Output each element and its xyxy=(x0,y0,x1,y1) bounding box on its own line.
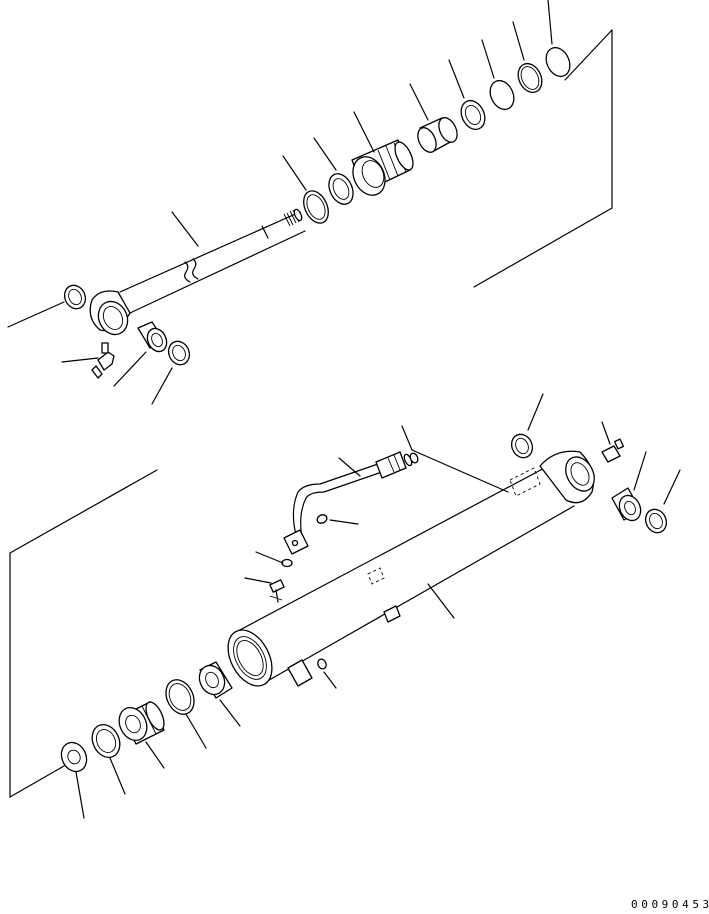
rod-eye xyxy=(89,290,131,336)
upper-leader-lines xyxy=(7,0,553,405)
backup-ring xyxy=(517,62,543,94)
retaining-ring xyxy=(303,190,329,224)
rod-thread xyxy=(283,208,303,227)
rod-eye-dust-seal xyxy=(63,284,87,310)
pipe-o-ring-top xyxy=(409,452,419,464)
piston-seal xyxy=(91,723,121,759)
pipe-o-ring-flange xyxy=(316,514,328,524)
rod-eye-bushing xyxy=(137,321,168,353)
tube-port-lower xyxy=(287,659,313,687)
rod-seal xyxy=(489,79,515,111)
flange-bolt xyxy=(269,579,285,603)
piston xyxy=(118,701,165,745)
cylinder-head xyxy=(351,139,414,196)
lower-leader-lines xyxy=(75,393,681,819)
tube-bottom-eye xyxy=(539,450,595,504)
rod-assembly-group xyxy=(7,0,613,405)
piston-nut xyxy=(198,661,233,699)
wear-ring xyxy=(165,679,195,715)
o-ring-upper xyxy=(545,46,571,78)
head-bushing xyxy=(417,117,458,153)
lower-bracket-frame xyxy=(9,469,158,798)
cylinder-tube xyxy=(227,450,595,687)
tube-dust-seal xyxy=(510,433,534,459)
upper-bracket-frame xyxy=(473,29,613,288)
figure-number: 00090453 xyxy=(631,898,709,909)
grease-fitting-lower xyxy=(601,438,625,463)
grease-fitting-upper xyxy=(91,342,115,379)
tube-eye-seal xyxy=(644,508,668,534)
piston-washer xyxy=(60,741,88,773)
piston-rod xyxy=(89,208,306,336)
pipe-flange xyxy=(283,529,309,555)
tube-eye-bushing xyxy=(611,487,642,522)
pipe-fitting xyxy=(375,451,413,479)
tube-port-mid xyxy=(383,605,401,623)
port-o-ring xyxy=(317,658,327,670)
buffer-ring xyxy=(460,99,486,131)
spacer-ring xyxy=(328,173,354,205)
rod-eye-seal-ring xyxy=(167,340,191,366)
tube-assembly-group xyxy=(9,393,681,819)
hydraulic-pipe xyxy=(283,451,413,555)
